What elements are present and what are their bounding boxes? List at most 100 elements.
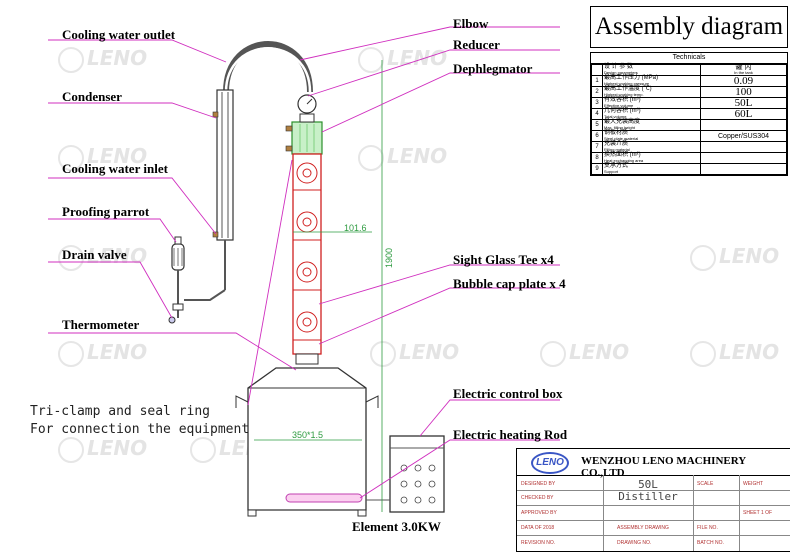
row-value: 50L xyxy=(700,97,787,109)
product-line-2: Distiller xyxy=(618,490,678,503)
row-param-en: Steel plate material xyxy=(604,136,639,141)
tb-file-no: FILE NO. xyxy=(697,525,718,531)
gooseneck-pipe xyxy=(223,41,313,93)
row-param-en: Highest working temp. xyxy=(604,92,644,97)
tb-approved-by: APPROVED BY xyxy=(521,510,557,516)
tb-assembly-drawing: ASSEMBLY DRAWING xyxy=(617,525,669,531)
watermark: LENO xyxy=(370,340,459,367)
row-no: 1 xyxy=(591,75,603,87)
row-no: 4 xyxy=(591,108,603,120)
product-name: 50L Distiller xyxy=(603,479,693,503)
row-param-cn: 最大充装高度 xyxy=(604,119,641,125)
note-line-1: Tri-clamp and seal ring xyxy=(30,404,211,419)
row-no: 5 xyxy=(591,119,603,131)
company-name: WENZHOU LENO MACHINERY CO.,LTD xyxy=(581,455,746,479)
label-thermometer: Thermometer xyxy=(62,317,140,332)
tb-weight: WEIGHT xyxy=(743,481,763,487)
dimension-boiler-width: 350*1.5 xyxy=(292,430,324,440)
tb-batch-no: BATCH NO. xyxy=(697,540,724,546)
row-no: 8 xyxy=(591,152,603,164)
row-value xyxy=(700,152,787,164)
tb-drawing-no: DRAWING NO. xyxy=(617,540,652,546)
label-element: Element 3.0KW xyxy=(352,519,441,534)
row-param-en: Effective volume xyxy=(604,103,634,108)
row-param-en: Heat exchanging area xyxy=(604,158,644,163)
watermark: LENO xyxy=(58,46,147,73)
sight-glass-2 xyxy=(296,211,318,233)
row-value: 0.09 xyxy=(700,75,787,87)
watermark: LENO xyxy=(58,436,147,463)
row-no: 2 xyxy=(591,86,603,98)
label-cooling-water-inlet: Cooling water inlet xyxy=(62,161,168,176)
sight-glass-1 xyxy=(296,162,318,184)
label-electric-control-box: Electric control box xyxy=(453,386,563,401)
label-condenser: Condenser xyxy=(62,89,122,104)
watermark: LENO xyxy=(540,340,629,367)
row-param-en: Max. filling height xyxy=(604,125,635,130)
watermark: LENO xyxy=(58,244,147,271)
row-value: 100 xyxy=(700,86,787,98)
leader-lines xyxy=(48,26,560,499)
company-logo: LENO xyxy=(531,452,569,474)
tb-sheet: SHEET 1 OF xyxy=(743,510,773,516)
row-value: 60L xyxy=(700,108,787,120)
tb-date: DATA OF 2018 xyxy=(521,525,555,531)
row-param-cn: 支承方式 xyxy=(604,163,629,169)
row-value xyxy=(700,163,787,175)
row-value: Copper/SUS304 xyxy=(700,130,787,142)
row-param-en: Support xyxy=(604,169,619,174)
row-param-cn: 充装介质 xyxy=(604,141,629,147)
row-param-cn: 最高工作温度 (℃) xyxy=(604,86,652,92)
row-no: 6 xyxy=(591,130,603,142)
label-sight-glass-tee: Sight Glass Tee x4 xyxy=(453,252,554,267)
tb-revision: REVISION NO. xyxy=(521,540,556,546)
row-value xyxy=(700,141,787,153)
gooseneck-pipe-inner xyxy=(224,47,312,93)
sight-glass-3 xyxy=(296,261,318,283)
row-value xyxy=(700,119,787,131)
row-param-cn: 换热面积 (m²) xyxy=(604,152,641,158)
label-cooling-water-outlet: Cooling water outlet xyxy=(62,27,176,42)
title-block: LENO WENZHOU LENO MACHINERY CO.,LTD DESI… xyxy=(516,448,790,552)
row-no: 3 xyxy=(591,97,603,109)
row-param-en: Highest working pressure xyxy=(604,81,650,86)
watermark: LENO xyxy=(58,340,147,367)
label-dephlegmator: Dephlegmator xyxy=(453,61,533,76)
row-param-en: Filling material xyxy=(604,147,630,152)
watermark: LENO xyxy=(58,144,147,171)
product-line-1: 50L xyxy=(638,478,658,491)
row-param-cn: 钢板材质 xyxy=(604,130,629,136)
label-reducer: Reducer xyxy=(453,37,500,52)
tb-scale: SCALE xyxy=(697,481,714,487)
row-no: 9 xyxy=(591,163,603,175)
assembly-title: Assembly diagram xyxy=(590,6,788,48)
watermark: LENO xyxy=(358,144,447,171)
tb-checked-by: CHECKED BY xyxy=(521,495,554,501)
watermark: LENO xyxy=(690,340,779,367)
row-param-en: Total volume xyxy=(604,114,627,119)
watermark: LENO xyxy=(358,46,447,73)
label-bubble-cap-plate: Bubble cap plate x 4 xyxy=(453,276,566,291)
dimension-column-width: 101.6 xyxy=(344,223,367,233)
row-param-cn: 有效容积 (m³) xyxy=(604,97,641,103)
technicals-caption: Technicals xyxy=(591,53,787,64)
dimension-column-height: 1900 xyxy=(384,247,394,268)
heating-element xyxy=(285,493,363,503)
label-elbow: Elbow xyxy=(453,16,489,31)
label-electric-heating-rod: Electric heating Rod xyxy=(453,427,568,442)
watermark: LENO xyxy=(690,244,779,271)
title-block-company-row: LENO WENZHOU LENO MACHINERY CO.,LTD xyxy=(517,449,790,479)
row-no: 7 xyxy=(591,141,603,153)
note-line-2: For connection the equipment xyxy=(30,422,250,437)
